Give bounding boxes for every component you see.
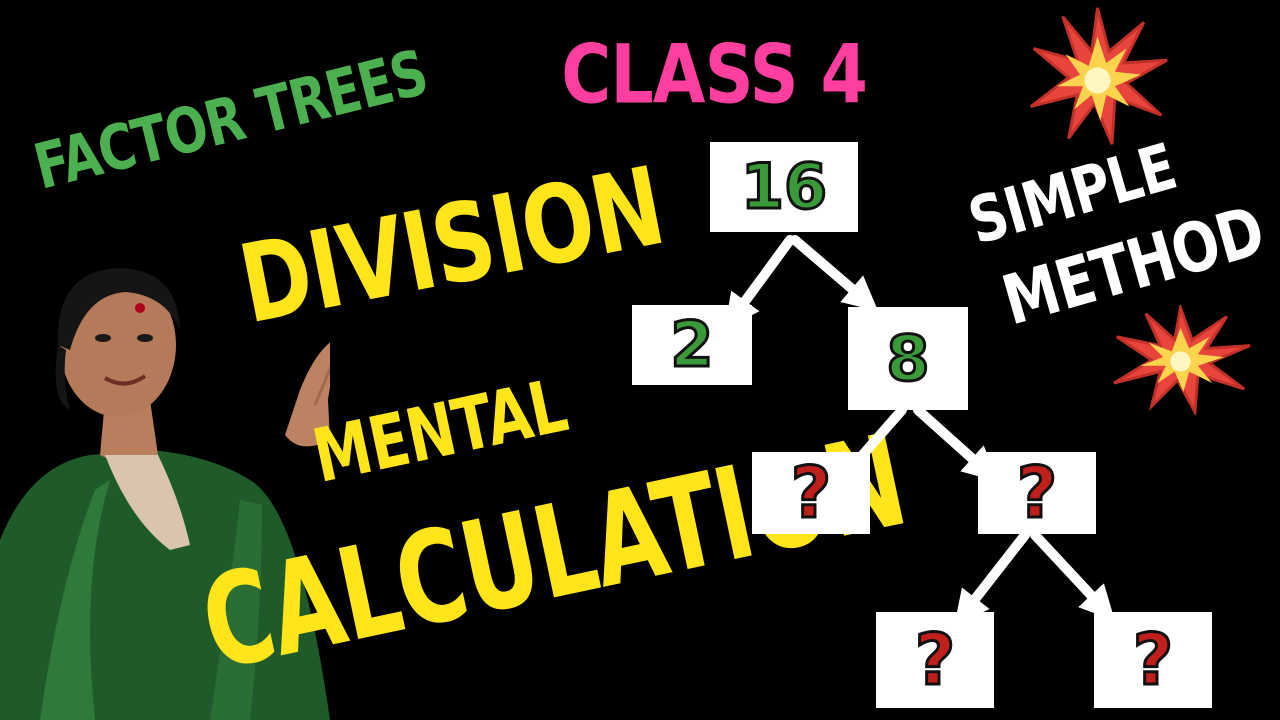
explosion-burst-icon [1029,7,1168,145]
arrow-root-right [790,235,879,312]
tree-node-level3-left-value: ? [913,619,957,701]
tree-node-left-value: 2 [669,308,715,381]
arrow-q-right [1030,530,1115,621]
tree-node-level3-left: ? [876,612,994,708]
presenter-image [0,268,330,720]
tree-node-level2-right: ? [978,452,1096,534]
tree-node-level2-left-value: ? [789,452,833,534]
tree-node-level3-right: ? [1094,612,1212,708]
arrow-root-left [724,235,795,330]
tree-node-root: 16 [710,142,858,232]
class-heading: CLASS 4 [561,27,868,123]
tree-node-level2-left: ? [752,452,870,534]
arrow-8-right [913,405,999,482]
tree-node-right-value: 8 [885,321,931,395]
tree-node-right: 8 [848,307,968,410]
tree-node-level2-right-value: ? [1015,452,1059,534]
tree-node-left: 2 [632,305,752,385]
tree-node-level3-right-value: ? [1131,619,1175,701]
tree-node-root-value: 16 [739,150,828,223]
arrow-q-left [954,530,1030,626]
explosion-burst-icon [1113,305,1251,415]
